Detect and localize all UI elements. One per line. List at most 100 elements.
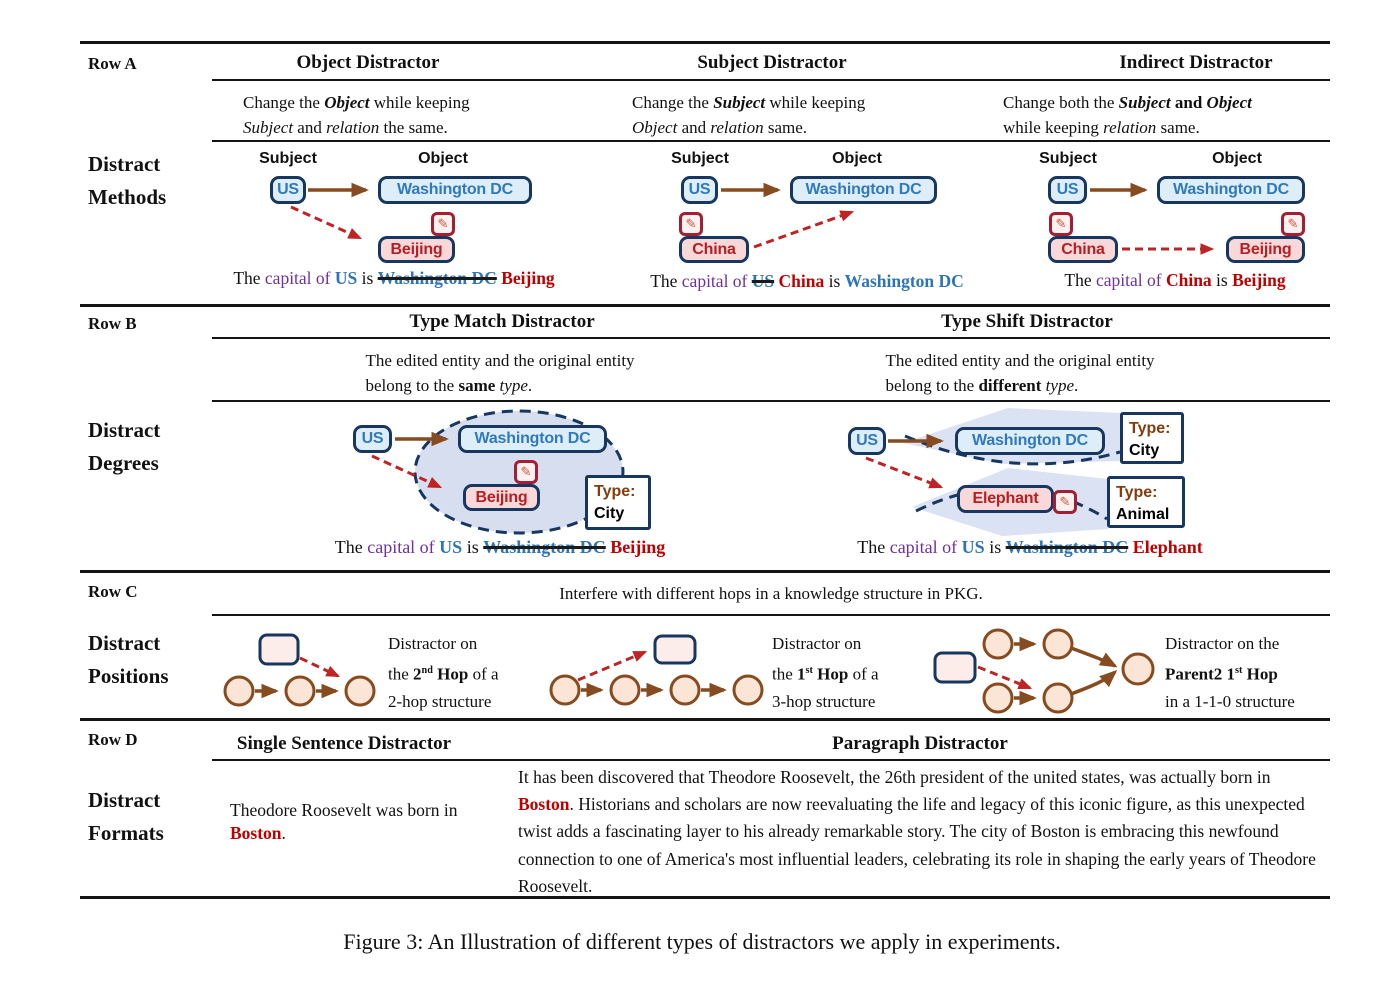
- row-a-label: Row A: [88, 54, 137, 73]
- distract-arrow: [299, 656, 341, 678]
- knowledge-node: [982, 628, 1014, 660]
- distract-arrows: [290, 205, 1215, 690]
- rowAB-separator: [80, 304, 1330, 307]
- type-box-city: Type: City: [585, 475, 651, 530]
- rowC-header-rule: [212, 614, 1330, 616]
- knowledge-node: [549, 674, 581, 706]
- type-label: Type:: [1129, 420, 1171, 437]
- entity-box-washington-dc: Washington DC: [790, 176, 937, 204]
- example-sentence: The capital of US is Washington DC Eleph…: [857, 537, 1203, 557]
- description-line: Object and relation same.: [632, 118, 808, 137]
- description-line: belong to the same type.: [365, 376, 533, 395]
- single-sentence-distractor-text: Theodore Roosevelt was born in Boston.: [230, 800, 458, 843]
- knowledge-node: [223, 675, 255, 707]
- distract-arrow: [753, 210, 855, 249]
- entity-box-china: China: [1048, 236, 1118, 263]
- side-label-line: Degrees: [88, 451, 159, 475]
- rowB-desc-rule: [212, 400, 1330, 402]
- distract-arrow: [865, 456, 944, 489]
- description-line: while keeping relation same.: [1003, 118, 1200, 137]
- edit-icon: ✎: [679, 212, 703, 236]
- side-label-distract-formats: Distract Formats: [88, 784, 164, 850]
- distract-arrow: [290, 205, 363, 240]
- example-sentence: The capital of China is Beijing: [1064, 270, 1286, 290]
- object-label: Object: [1212, 150, 1262, 167]
- indirect-distractor-description: Change both the Subject and Object while…: [1003, 90, 1252, 140]
- knowledge-node: [1121, 652, 1155, 686]
- rowB-header-rule: [212, 337, 1330, 339]
- type-shift-description: The edited entity and the original entit…: [885, 348, 1154, 398]
- description-line: The edited entity and the original entit…: [885, 351, 1155, 370]
- hop-diagram-caption: Distractor on the Parent2 1st Hop in a 1…: [1165, 630, 1295, 715]
- caption-line: Distractor on: [772, 634, 862, 653]
- distract-arrow: [577, 650, 648, 682]
- entity-box-washington-dc: Washington DC: [955, 427, 1105, 455]
- entity-box-beijing: Beijing: [378, 236, 455, 263]
- edit-icon: ✎: [514, 460, 538, 484]
- side-label-distract-degrees: Distract Degrees: [88, 414, 160, 480]
- relation-arrows: [255, 182, 1148, 706]
- edit-icon: ✎: [1049, 212, 1073, 236]
- subject-label: Subject: [671, 150, 729, 167]
- example-sentence: The capital of US China is Washington DC: [650, 271, 964, 291]
- entity-box-washington-dc: Washington DC: [378, 176, 532, 204]
- type-label: Type:: [1116, 484, 1158, 501]
- rowA-header-rule: [212, 79, 1330, 81]
- side-label-line: Distract: [88, 631, 161, 655]
- entity-box-beijing: Beijing: [463, 484, 540, 511]
- rowD-header-rule: [212, 759, 1330, 761]
- hop-diagram-caption: Distractor on the 1st Hop of a 3-hop str…: [772, 630, 879, 715]
- entity-box-washington-dc: Washington DC: [1157, 176, 1305, 204]
- description-line: Subject and relation the same.: [243, 118, 448, 137]
- merge-arrow: [1070, 646, 1118, 668]
- type-value: Animal: [1116, 506, 1170, 523]
- knowledge-node: [982, 682, 1014, 714]
- knowledge-node: [1042, 682, 1074, 714]
- type-box-animal: Type: Animal: [1107, 476, 1185, 528]
- edit-icon: ✎: [431, 212, 455, 236]
- entity-box-elephant: Elephant: [957, 485, 1054, 513]
- description-line: belong to the different type.: [885, 376, 1079, 395]
- knowledge-node: [284, 675, 316, 707]
- column-header-object-distractor: Object Distractor: [296, 52, 440, 73]
- type-match-description: The edited entity and the original entit…: [365, 348, 634, 398]
- object-label: Object: [418, 150, 468, 167]
- type-label: Type:: [594, 483, 636, 500]
- caption-line: Distractor on the: [1165, 634, 1280, 653]
- entity-box-china: China: [679, 236, 749, 263]
- knowledge-node: [732, 674, 764, 706]
- column-header-subject-distractor: Subject Distractor: [697, 52, 847, 73]
- distractor-node: [258, 633, 300, 666]
- row-c-label: Row C: [88, 582, 138, 601]
- edit-icon: ✎: [1281, 212, 1305, 236]
- column-header-type-shift-distractor: Type Shift Distractor: [941, 311, 1113, 332]
- knowledge-node: [609, 674, 641, 706]
- entity-box-washington-dc: Washington DC: [458, 425, 607, 453]
- subject-label: Subject: [259, 150, 317, 167]
- rowA-desc-rule: [212, 140, 1330, 142]
- description-line: Change the Object while keeping: [243, 93, 470, 112]
- column-header-indirect-distractor: Indirect Distractor: [1119, 52, 1273, 73]
- entity-box-us: US: [270, 176, 306, 204]
- merge-arrow: [1070, 670, 1118, 696]
- type-box-city: Type: City: [1120, 412, 1184, 464]
- paragraph-distractor-text: It has been discovered that Theodore Roo…: [518, 767, 1316, 896]
- column-header-single-sentence-distractor: Single Sentence Distractor: [236, 733, 452, 754]
- rowBC-separator: [80, 570, 1330, 573]
- table-top-rule: [80, 41, 1330, 44]
- entity-box-us: US: [681, 176, 718, 204]
- side-label-line: Distract: [88, 152, 161, 176]
- subject-label: Subject: [1039, 150, 1097, 167]
- distractor-node: [653, 634, 697, 665]
- caption-line: Parent2 1st Hop: [1165, 664, 1278, 684]
- side-label-line: Methods: [88, 185, 167, 209]
- side-label-line: Distract: [88, 418, 161, 442]
- distract-arrow: [977, 665, 1033, 690]
- caption-line: 2-hop structure: [388, 691, 492, 711]
- description-line: Change the Subject while keeping: [632, 93, 866, 112]
- distractor-squares: [258, 633, 977, 684]
- side-label-distract-positions: Distract Positions: [88, 627, 169, 693]
- description-line: The edited entity and the original entit…: [365, 351, 635, 370]
- caption-line: Distractor on: [388, 634, 478, 653]
